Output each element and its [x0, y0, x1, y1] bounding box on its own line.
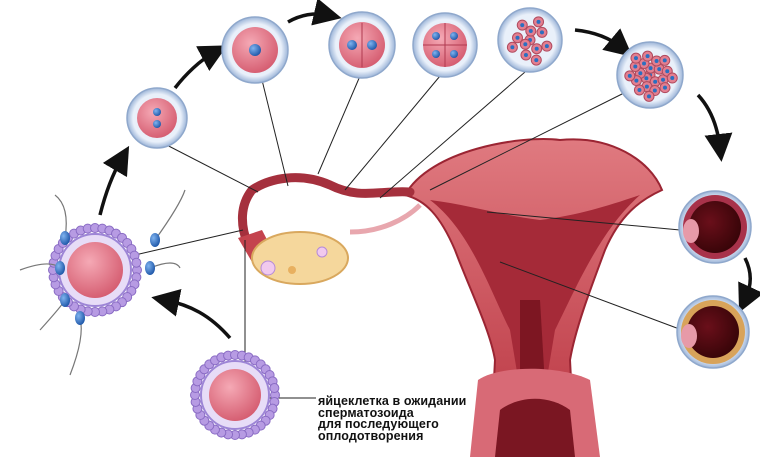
morula-stage: [616, 41, 684, 109]
sperm-cell: [19, 261, 65, 275]
sperm-cell: [54, 194, 70, 245]
sperm-cell: [69, 311, 85, 376]
zygote-cell: [126, 87, 188, 149]
waiting-egg: [190, 350, 280, 440]
sperm-cell: [150, 189, 186, 247]
egg-caption: яйцеклетка в ожидании сперматозоида для …: [318, 394, 467, 443]
caption-line: яйцеклетка в ожидании: [318, 394, 467, 408]
embryo-implantation: [676, 295, 750, 369]
caption-line: оплодотворения: [318, 428, 424, 443]
caption-line: сперматозоида: [318, 405, 414, 420]
blastocyst-implantation: [678, 190, 752, 264]
cycle-arrows: [98, 0, 760, 340]
fertilized-egg-cell: [221, 16, 289, 84]
caption-line: для последующего: [318, 417, 439, 431]
sperm-cell: [39, 293, 70, 331]
sperm-cell: [145, 261, 181, 275]
leader-lines: [134, 71, 683, 399]
ovary: [251, 231, 349, 285]
two-cell-stage: [328, 11, 396, 79]
uterus: [403, 138, 664, 457]
four-cell-stage: [412, 12, 478, 78]
eight-cell-stage: [497, 7, 563, 73]
